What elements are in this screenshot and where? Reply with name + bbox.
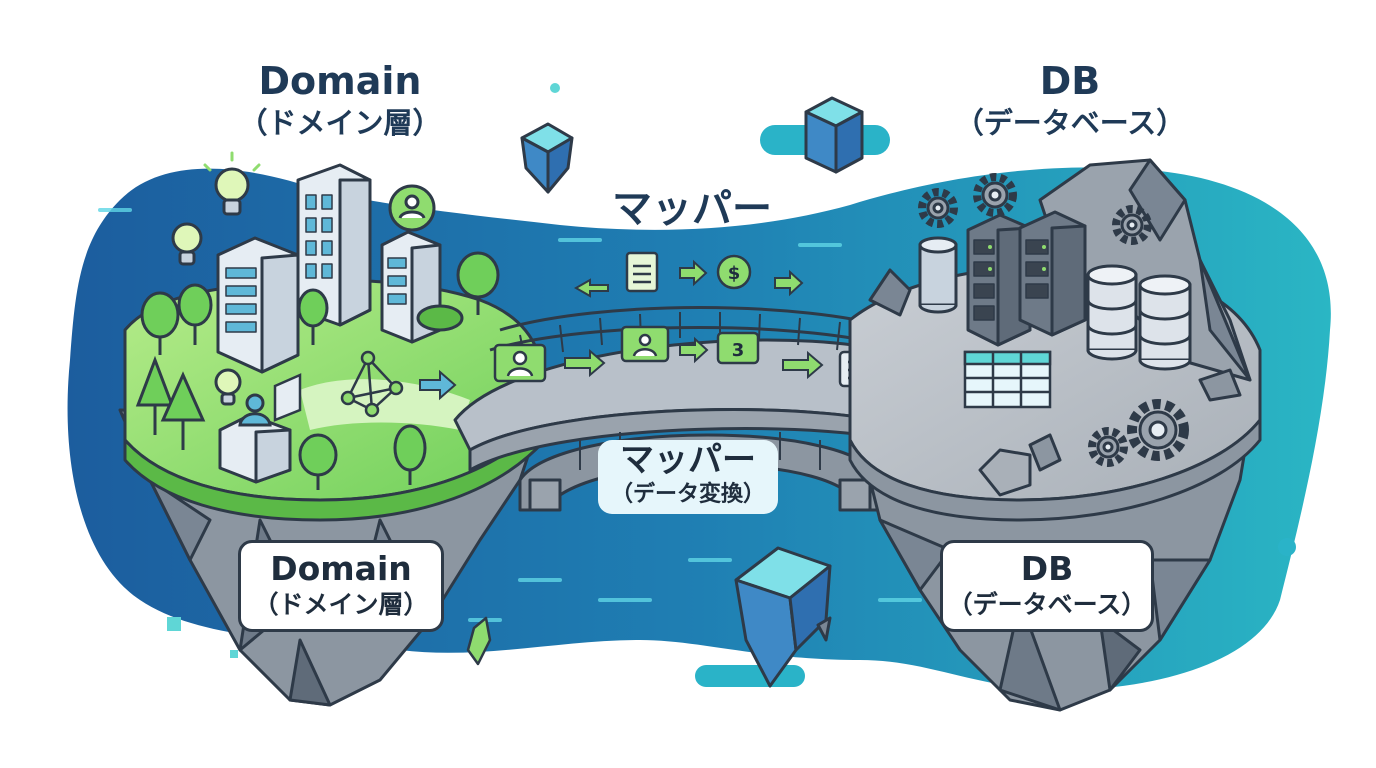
user-pin-icon [388, 184, 436, 232]
domain-trees [135, 251, 500, 490]
water-ripples [98, 208, 922, 622]
number-badge: 3 [732, 340, 745, 361]
domain-heading-title: Domain [258, 59, 422, 103]
user-small-icon [238, 393, 272, 427]
floating-crystal [466, 616, 492, 666]
arrow-right-icon [419, 369, 457, 401]
mapper-heading: マッパー [612, 186, 772, 232]
floating-cube-top [804, 96, 864, 174]
water-puddle [695, 665, 805, 687]
db-heading-subtitle: （データベース） [954, 106, 1186, 140]
db-card-title: DB [1020, 549, 1074, 588]
lightbulb-icon [171, 167, 250, 406]
bar-chart-sign-icon [273, 373, 302, 422]
mapper-label-title: マッパー [620, 440, 756, 480]
database-cylinder-icon [918, 236, 1192, 371]
db-heading: DB （データベース） [930, 58, 1210, 142]
flow-arrows [564, 259, 824, 380]
floating-cube-left [520, 122, 574, 194]
data-table-icon [963, 350, 1052, 409]
mapper-label: マッパー （データ変換） [598, 440, 778, 514]
domain-card-subtitle: （ドメイン層） [253, 590, 429, 619]
domain-heading: Domain （ドメイン層） [220, 58, 460, 142]
db-card-subtitle: （データベース） [947, 590, 1147, 619]
domain-heading-subtitle: （ドメイン層） [238, 106, 442, 140]
currency-badge: $ [728, 263, 741, 284]
gear-icon [918, 173, 1189, 467]
db-heading-title: DB [1039, 59, 1101, 103]
mapper-label-subtitle: （データ変換） [610, 482, 765, 507]
domain-card-title: Domain [270, 549, 412, 588]
network-graph-icon [340, 350, 404, 418]
server-rack-icon [966, 210, 1087, 347]
floating-rock-bottom [734, 546, 832, 688]
db-card: DB （データベース） [940, 540, 1154, 632]
domain-card: Domain （ドメイン層） [238, 540, 444, 632]
